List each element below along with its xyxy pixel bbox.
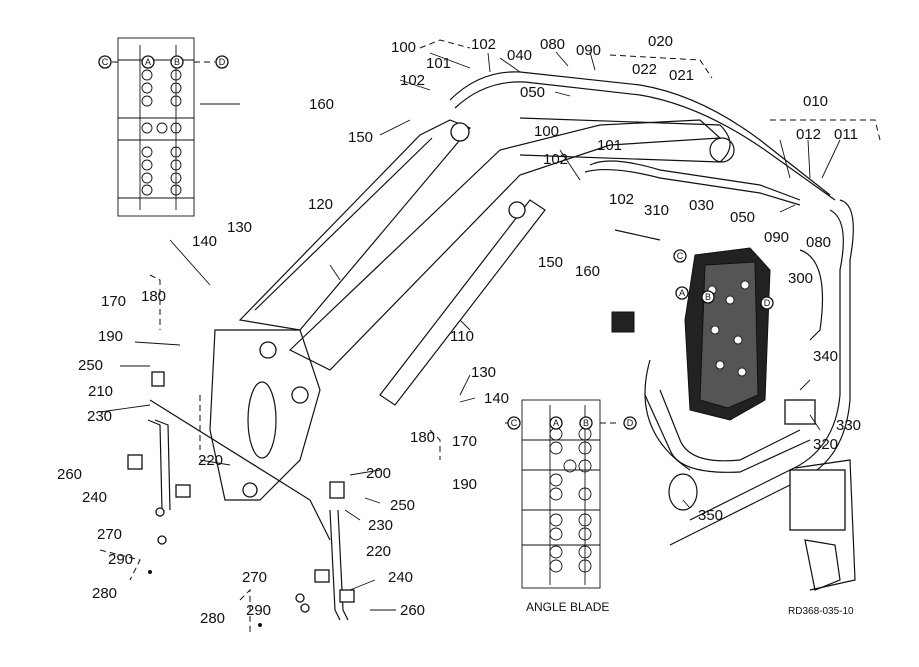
part-label-160-b: 160: [575, 263, 600, 280]
part-label-012: 012: [796, 126, 821, 143]
part-label-250: 250: [78, 357, 103, 374]
part-label-290-b: 290: [246, 602, 271, 619]
part-labels: 100 102 040 080 090 020 022 021 101 102 …: [57, 33, 861, 627]
part-label-120: 120: [308, 196, 333, 213]
part-label-230: 230: [87, 408, 112, 425]
valve-port-b: B: [705, 292, 711, 302]
part-label-050-b: 050: [730, 209, 755, 226]
part-label-290: 290: [108, 551, 133, 568]
port-label-d: D: [219, 57, 226, 67]
part-label-280-b: 280: [200, 610, 225, 627]
group-brackets: [99, 39, 881, 635]
part-label-022: 022: [632, 61, 657, 78]
lower-pipes: [127, 371, 355, 627]
part-label-320: 320: [813, 436, 838, 453]
part-label-260: 260: [57, 466, 82, 483]
part-label-350: 350: [698, 507, 723, 524]
part-label-310: 310: [644, 202, 669, 219]
part-label-190-b: 190: [452, 476, 477, 493]
valve-port-c: C: [677, 251, 684, 261]
part-label-330: 330: [836, 417, 861, 434]
part-label-240-b: 240: [388, 569, 413, 586]
part-label-110: 110: [450, 328, 474, 345]
port-label-d-bottom: D: [627, 418, 634, 428]
part-label-130-b: 130: [471, 364, 496, 381]
part-label-101-b: 101: [597, 137, 622, 154]
part-label-300: 300: [788, 270, 813, 287]
part-label-150: 150: [348, 129, 373, 146]
port-label-c: C: [102, 57, 109, 67]
part-label-102: 102: [471, 36, 496, 53]
part-label-050: 050: [520, 84, 545, 101]
angle-blade-schematic: C A B D ANGLE BLADE: [505, 399, 637, 614]
valve-port-markers: C A B D: [673, 249, 774, 310]
part-label-170: 170: [101, 293, 126, 310]
valve-schematic-top: C A B D: [98, 37, 229, 217]
part-label-040: 040: [507, 47, 532, 64]
part-label-011: 011: [834, 126, 858, 143]
part-label-220-b: 220: [366, 543, 391, 560]
part-label-270-b: 270: [242, 569, 267, 586]
part-label-030: 030: [689, 197, 714, 214]
part-label-180: 180: [141, 288, 166, 305]
part-label-340: 340: [813, 348, 838, 365]
part-label-080: 080: [540, 36, 565, 53]
valve-port-a: A: [679, 288, 685, 298]
part-label-140: 140: [192, 233, 217, 250]
part-label-080-b: 080: [806, 234, 831, 251]
part-label-101: 101: [426, 55, 451, 72]
part-label-102-b: 102: [400, 72, 425, 89]
port-label-c-bottom: C: [511, 418, 518, 428]
angle-blade-caption: ANGLE BLADE: [526, 600, 609, 614]
part-label-010: 010: [803, 93, 828, 110]
part-label-170-b: 170: [452, 433, 477, 450]
part-label-210: 210: [88, 383, 113, 400]
port-label-a: A: [145, 57, 151, 67]
port-label-a-bottom: A: [553, 418, 559, 428]
part-label-130: 130: [227, 219, 252, 236]
part-label-260-b: 260: [400, 602, 425, 619]
part-label-240: 240: [82, 489, 107, 506]
part-label-160: 160: [309, 96, 334, 113]
part-label-280: 280: [92, 585, 117, 602]
leader-lines: [99, 51, 841, 611]
part-label-220: 220: [198, 452, 223, 469]
boom-frame: [209, 117, 735, 501]
part-label-021: 021: [669, 67, 694, 84]
part-label-180-b: 180: [410, 429, 435, 446]
part-label-102-d: 102: [609, 191, 634, 208]
part-label-250-b: 250: [390, 497, 415, 514]
part-label-090: 090: [576, 42, 601, 59]
part-label-190: 190: [98, 328, 123, 345]
part-label-100-b: 100: [534, 123, 559, 140]
part-label-100: 100: [391, 39, 416, 56]
part-label-102-c: 102: [543, 151, 568, 168]
valve-port-d: D: [764, 298, 771, 308]
part-label-020: 020: [648, 33, 673, 50]
part-label-150-b: 150: [538, 254, 563, 271]
part-label-140-b: 140: [484, 390, 509, 407]
port-label-b: B: [174, 57, 180, 67]
part-label-270: 270: [97, 526, 122, 543]
part-label-090-b: 090: [764, 229, 789, 246]
part-label-200: 200: [366, 465, 391, 482]
reference-code: RD368-035-10: [788, 606, 854, 617]
port-label-b-bottom: B: [583, 418, 589, 428]
part-label-230-b: 230: [368, 517, 393, 534]
